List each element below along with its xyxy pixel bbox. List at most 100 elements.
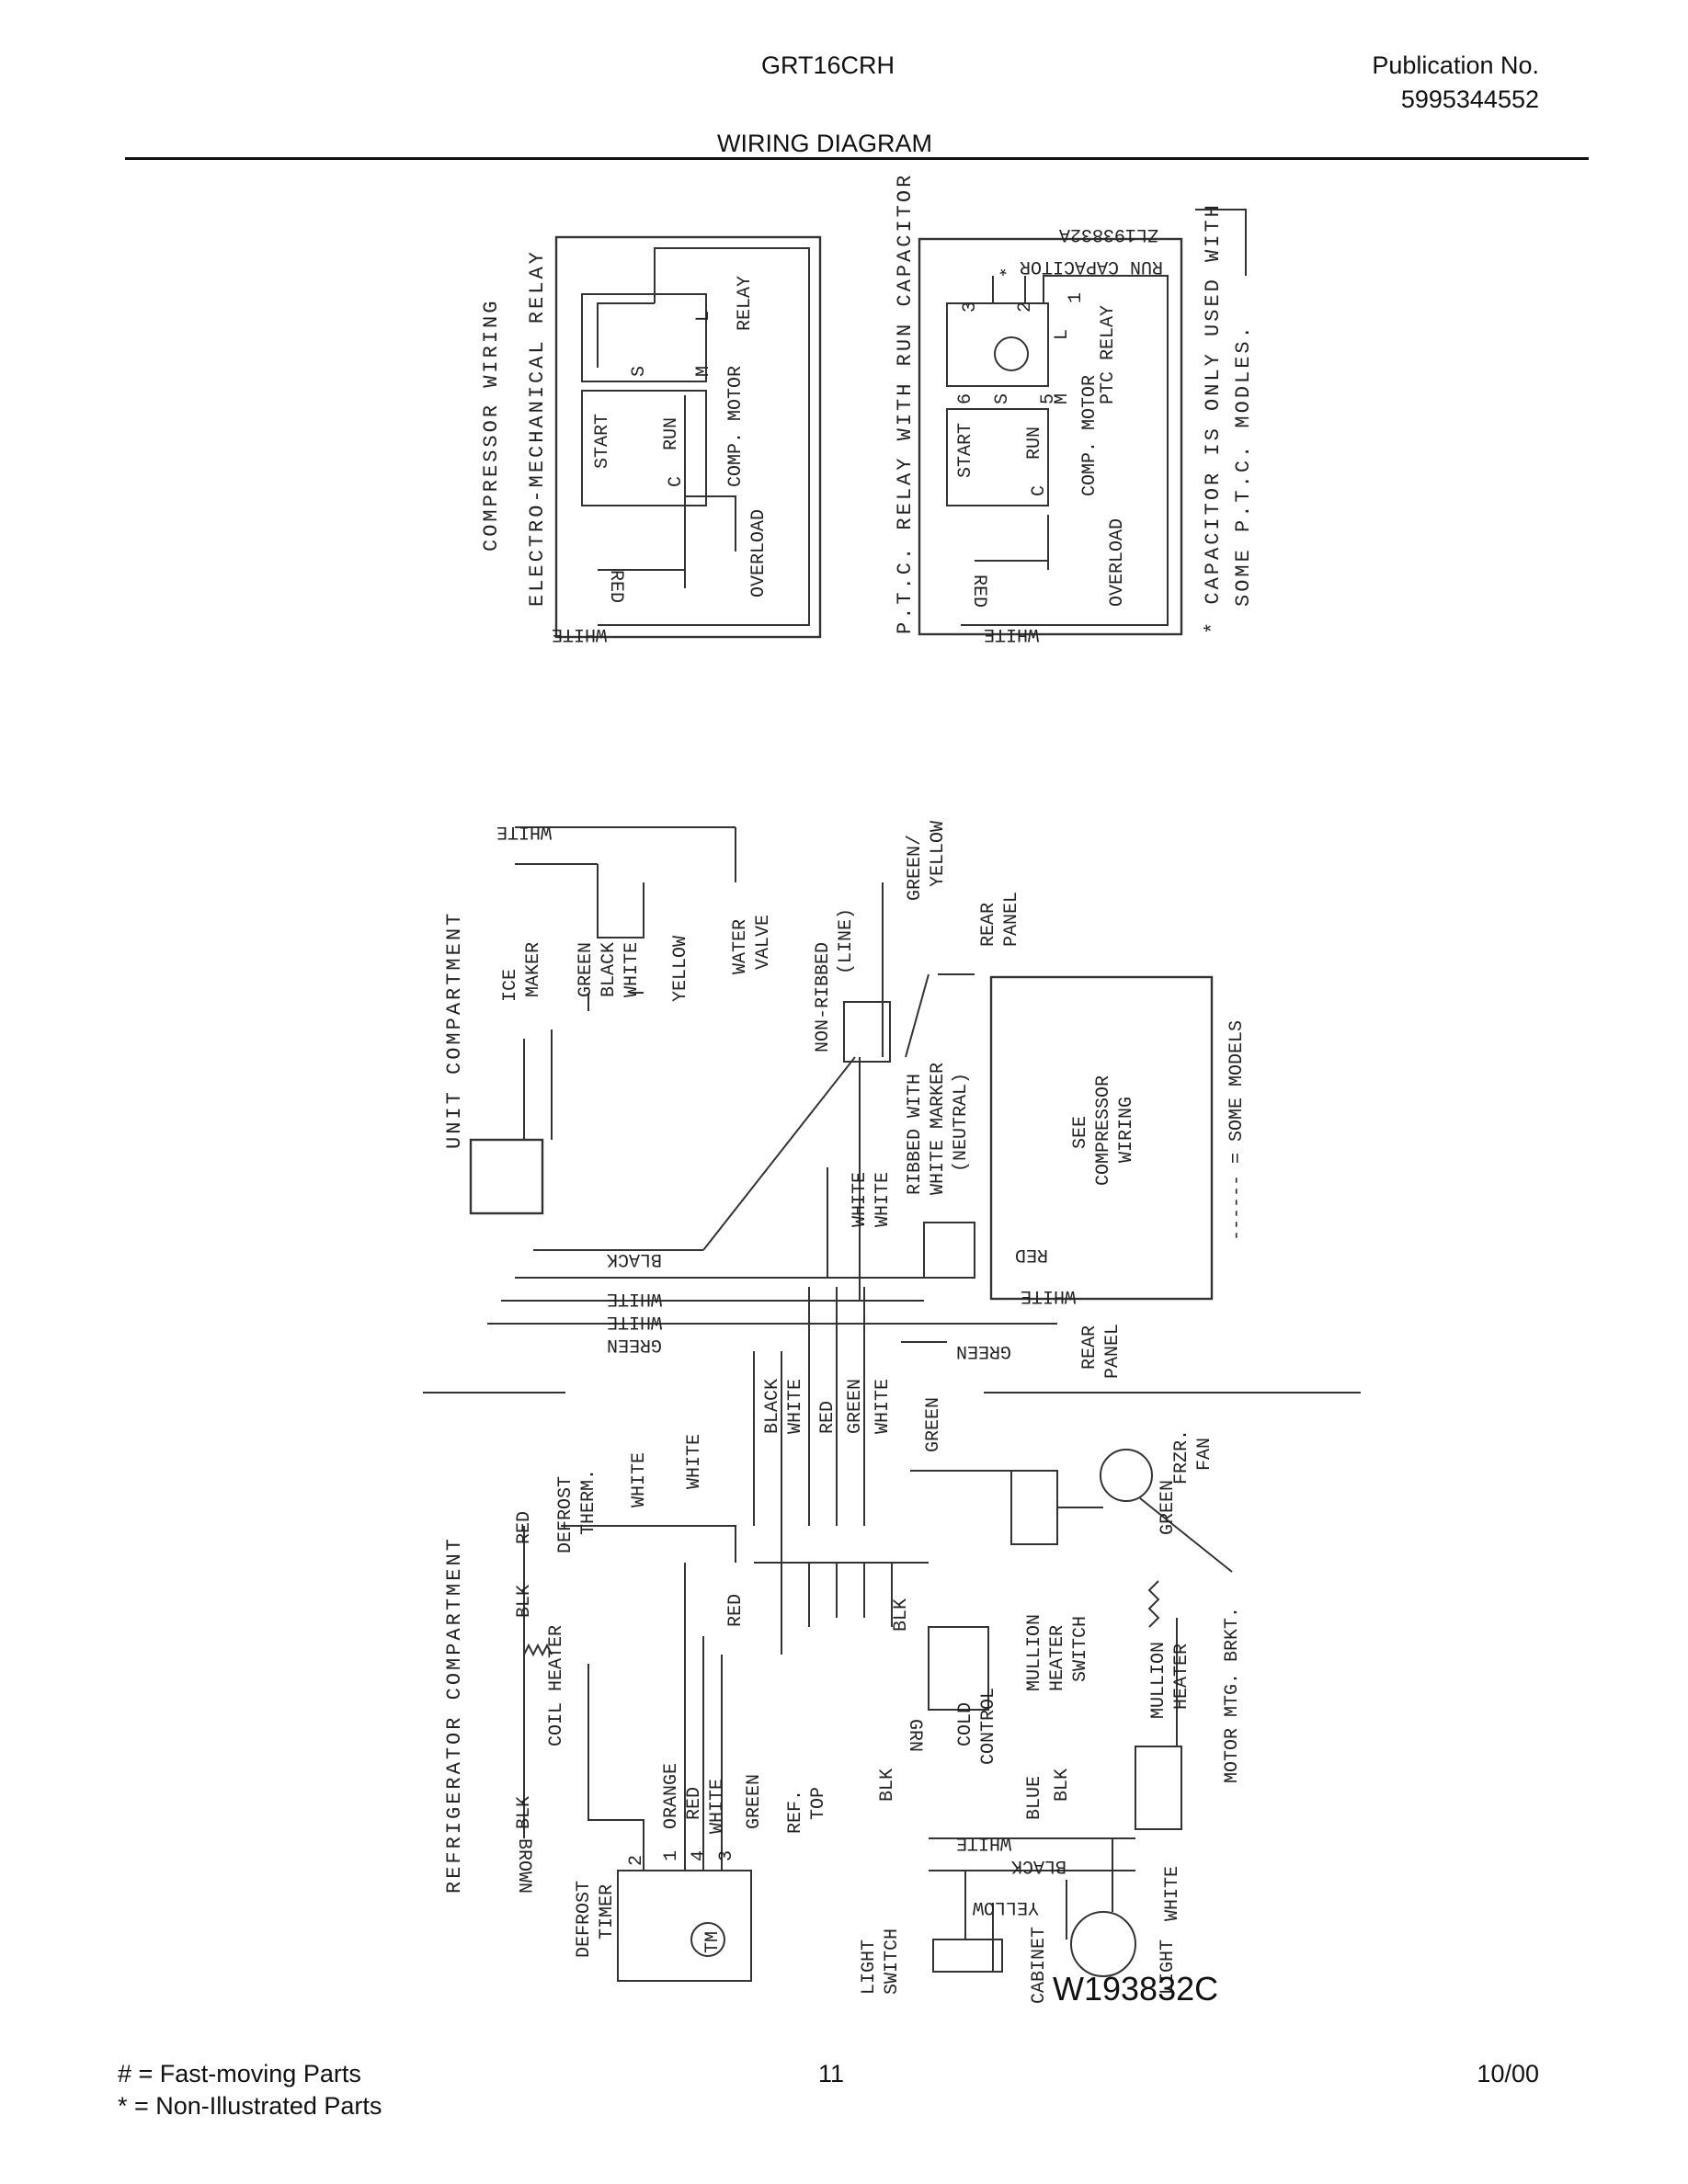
compressor-connector <box>923 1222 975 1279</box>
emr-box <box>554 235 822 639</box>
frzr-label: FRZR. <box>1171 1429 1192 1484</box>
ice-label: ICE <box>500 969 521 1002</box>
brown-label: BROWN <box>513 1838 534 1894</box>
defrost-timer-1: DEFROST <box>574 1881 595 1958</box>
unit-wires <box>487 826 1057 1325</box>
see-compressor-box <box>989 975 1214 1301</box>
ptc-title: P.T.C. RELAY WITH RUN CAPACITOR <box>894 173 917 634</box>
refrig-green-fan: GREEN <box>1158 1480 1179 1535</box>
ptc-n1: 1 <box>1066 292 1087 303</box>
ptc-n2: 2 <box>1015 301 1036 313</box>
water-label: WATER <box>730 919 751 974</box>
unit-compartment-section: UNIT COMPARTMENT ICE MAKER GREEN BLACK W… <box>443 821 1248 1526</box>
line-label: (LINE) <box>836 908 857 974</box>
timer-n2: 2 <box>626 1855 647 1866</box>
ptc-n5: 5 <box>1038 393 1059 404</box>
emr-start: START <box>592 414 613 469</box>
ptc-l: L <box>1052 329 1073 340</box>
refrig-yellow: YELLOW <box>973 1896 1039 1917</box>
emr-relay: RELAY <box>735 276 756 331</box>
defrost-therm-2: THERM. <box>578 1469 599 1535</box>
refrig-blk-5: BLK <box>1052 1769 1073 1802</box>
cold-control-box <box>928 1626 989 1711</box>
emr-relay-box <box>581 293 707 382</box>
unit-black-wire: BLACK <box>607 1248 662 1269</box>
emr-title: ELECTRO-MECHANICAL RELAY <box>526 249 549 607</box>
non-ribbed-label: NON-RIBBED <box>813 942 834 1052</box>
emr-motor-box <box>581 390 707 506</box>
some-models-legend: ------ = SOME MODELS <box>1226 1020 1248 1241</box>
refrig-white-7: WHITE <box>1162 1866 1183 1921</box>
ptc-s: S <box>992 393 1013 404</box>
timer-n4: 4 <box>689 1850 710 1861</box>
fan-connector <box>1010 1470 1058 1545</box>
panel-label: PANEL <box>1102 1324 1123 1379</box>
ribbed-label-2: WHITE MARKER <box>928 1063 949 1195</box>
mullion-heater-1: MULLION <box>1148 1642 1169 1719</box>
legend-non-illustrated: * = Non-Illustrated Parts <box>118 2092 382 2120</box>
mullion-heater-icon <box>1147 1580 1160 1628</box>
rear-label-top: REAR <box>978 903 999 947</box>
unit-white-v1: WHITE <box>850 1172 871 1227</box>
timer-motor-icon <box>690 1922 725 1957</box>
refrig-red-2: RED <box>684 1787 705 1820</box>
emr-l: L <box>693 311 714 322</box>
neutral-label: (NEUTRAL) <box>951 1073 972 1172</box>
ptc-box <box>918 237 1183 636</box>
cold-control-1: COLD <box>955 1702 976 1746</box>
ptc-c: C <box>1029 485 1050 496</box>
mullion-switch-3: SWITCH <box>1070 1616 1091 1682</box>
mullion-switch-1: MULLION <box>1024 1614 1045 1691</box>
fan-label: FAN <box>1194 1438 1215 1471</box>
emr-red: RED <box>605 570 626 603</box>
refrig-green-2: GREEN <box>845 1379 866 1434</box>
unit-compartment-heading: UNIT COMPARTMENT <box>443 911 466 1149</box>
ptc-overload: OVERLOAD <box>1107 518 1128 607</box>
legend-fast-moving: # = Fast-moving Parts <box>118 2060 361 2087</box>
panel-label-top: PANEL <box>1001 892 1022 947</box>
emr-s: S <box>629 366 650 377</box>
refrig-blue: BLUE <box>1024 1776 1045 1820</box>
unit-green: GREEN <box>576 942 597 997</box>
refrig-black-1: BLACK <box>762 1379 783 1434</box>
ptc-run: RUN <box>1024 427 1045 460</box>
ptc-m: M <box>1052 393 1073 404</box>
refrigerator-compartment-heading: REFRIGERATOR COMPARTMENT <box>443 1536 466 1894</box>
grn-label: GRN <box>904 1719 925 1752</box>
cabinet-light-icon <box>1070 1911 1136 1977</box>
refrig-green-3: GREEN <box>923 1397 944 1452</box>
refrig-green-1: GREEN <box>744 1774 765 1829</box>
wiring-label: WIRING <box>1116 1097 1137 1163</box>
unit-yellow: YELLOW <box>670 936 691 1002</box>
ptc-thermistor-icon <box>994 336 1029 371</box>
unit-white-wire-1: WHITE <box>607 1288 662 1309</box>
ptc-motor-box <box>946 408 1049 506</box>
ptc-n6: 6 <box>955 393 976 404</box>
unit-black: BLACK <box>599 942 620 997</box>
light-label: LIGHT <box>1158 1939 1179 1995</box>
mullion-connector <box>1135 1746 1182 1830</box>
unit-top-white: WHITE <box>496 821 552 842</box>
light-switch-2: SWITCH <box>882 1928 903 1995</box>
ptc-wires <box>961 275 1169 626</box>
refrig-red: RED <box>514 1511 535 1544</box>
note-bracket <box>1195 209 1247 276</box>
refrig-blk-4: BLK <box>877 1769 898 1802</box>
ptc-relay-label: PTC RELAY <box>1098 305 1119 404</box>
unit-trunk-wires <box>753 1287 947 1526</box>
timer-n3: 3 <box>716 1850 737 1861</box>
capacitor-note-1: * CAPACITOR IS ONLY USED WITH <box>1202 202 1225 634</box>
emr-wires <box>597 247 810 626</box>
compressor-wiring-section: COMPRESSOR WIRING ELECTRO-MECHANICAL REL… <box>480 173 1255 644</box>
unit-green-rear: GREEN <box>956 1340 1011 1361</box>
tm-label: TM <box>702 1931 724 1953</box>
mullion-switch-2: HEATER <box>1047 1625 1068 1691</box>
defrost-timer-box <box>617 1870 752 1982</box>
coil-heater-icon <box>523 1643 553 1657</box>
publication-label: Publication No. <box>1372 51 1539 79</box>
refrig-white-5: WHITE <box>873 1379 894 1434</box>
ribbed-label-1: RIBBED WITH <box>905 1074 926 1195</box>
line-connector <box>843 1001 891 1063</box>
ptc-comp-motor: COMP. MOTOR <box>1079 375 1101 496</box>
unit-white-comp: WHITE <box>1021 1285 1076 1306</box>
